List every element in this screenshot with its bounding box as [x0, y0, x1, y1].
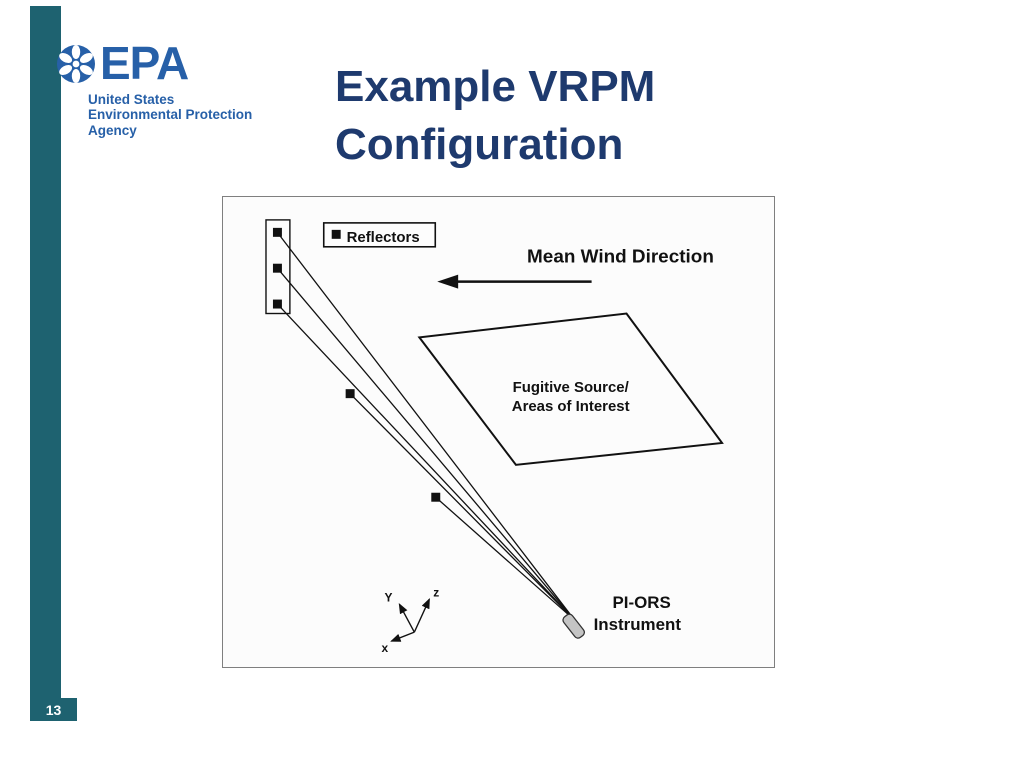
slide-title-line2: Configuration: [335, 120, 624, 170]
epa-logo-row: EPA: [54, 37, 252, 89]
reflector-tower: [265, 219, 291, 315]
instrument-label-line1: PI-ORS: [613, 593, 671, 612]
axis-x-label: x: [381, 641, 388, 655]
vrpm-diagram-svg: Reflectors Mean Wind Direction Fugitive …: [265, 219, 724, 655]
reflector-marker: [272, 227, 282, 237]
wind-direction: Mean Wind Direction: [437, 247, 714, 289]
source-label-line2: Areas of Interest: [512, 398, 630, 415]
instrument-label-line2: Instrument: [594, 615, 682, 634]
legend-label: Reflectors: [347, 229, 420, 246]
page-number-badge: 13: [30, 698, 77, 721]
left-accent-bar: [30, 6, 61, 712]
source-label-line1: Fugitive Source/: [513, 379, 629, 396]
epa-org-lines: United States Environmental Protection A…: [88, 92, 252, 138]
slide-title: Example VRPM Configuration: [335, 58, 655, 174]
reflector-marker: [345, 389, 355, 399]
legend-reflector-icon: [331, 229, 341, 239]
axis-y-label: Y: [384, 590, 392, 604]
epa-seal-icon: [57, 45, 95, 83]
axis-z-label: z: [433, 585, 439, 599]
fugitive-source-area: Fugitive Source/ Areas of Interest: [417, 312, 724, 466]
legend-box: Reflectors: [322, 222, 437, 248]
epa-org-line-2: Environmental Protection: [88, 107, 253, 123]
wind-direction-label: Mean Wind Direction: [527, 247, 714, 268]
ground-reflectors: [345, 389, 441, 502]
reflector-marker: [431, 492, 441, 502]
epa-logo: EPA United States Environmental Protecti…: [54, 37, 252, 138]
epa-org-line-1: United States: [88, 92, 175, 107]
vrpm-diagram: Reflectors Mean Wind Direction Fugitive …: [222, 196, 775, 668]
reflector-marker: [272, 263, 282, 273]
reflector-marker: [272, 299, 282, 309]
epa-org-line-3: Agency: [88, 122, 137, 138]
wind-arrow-head-icon: [437, 274, 459, 289]
instrument: PI-ORS Instrument: [562, 593, 682, 639]
instrument-icon: [562, 613, 586, 639]
slide-title-line1: Example VRPM: [335, 62, 656, 111]
epa-acronym: EPA: [100, 37, 189, 89]
coordinate-axes-icon: [390, 598, 430, 642]
beam-lines: [276, 231, 576, 621]
